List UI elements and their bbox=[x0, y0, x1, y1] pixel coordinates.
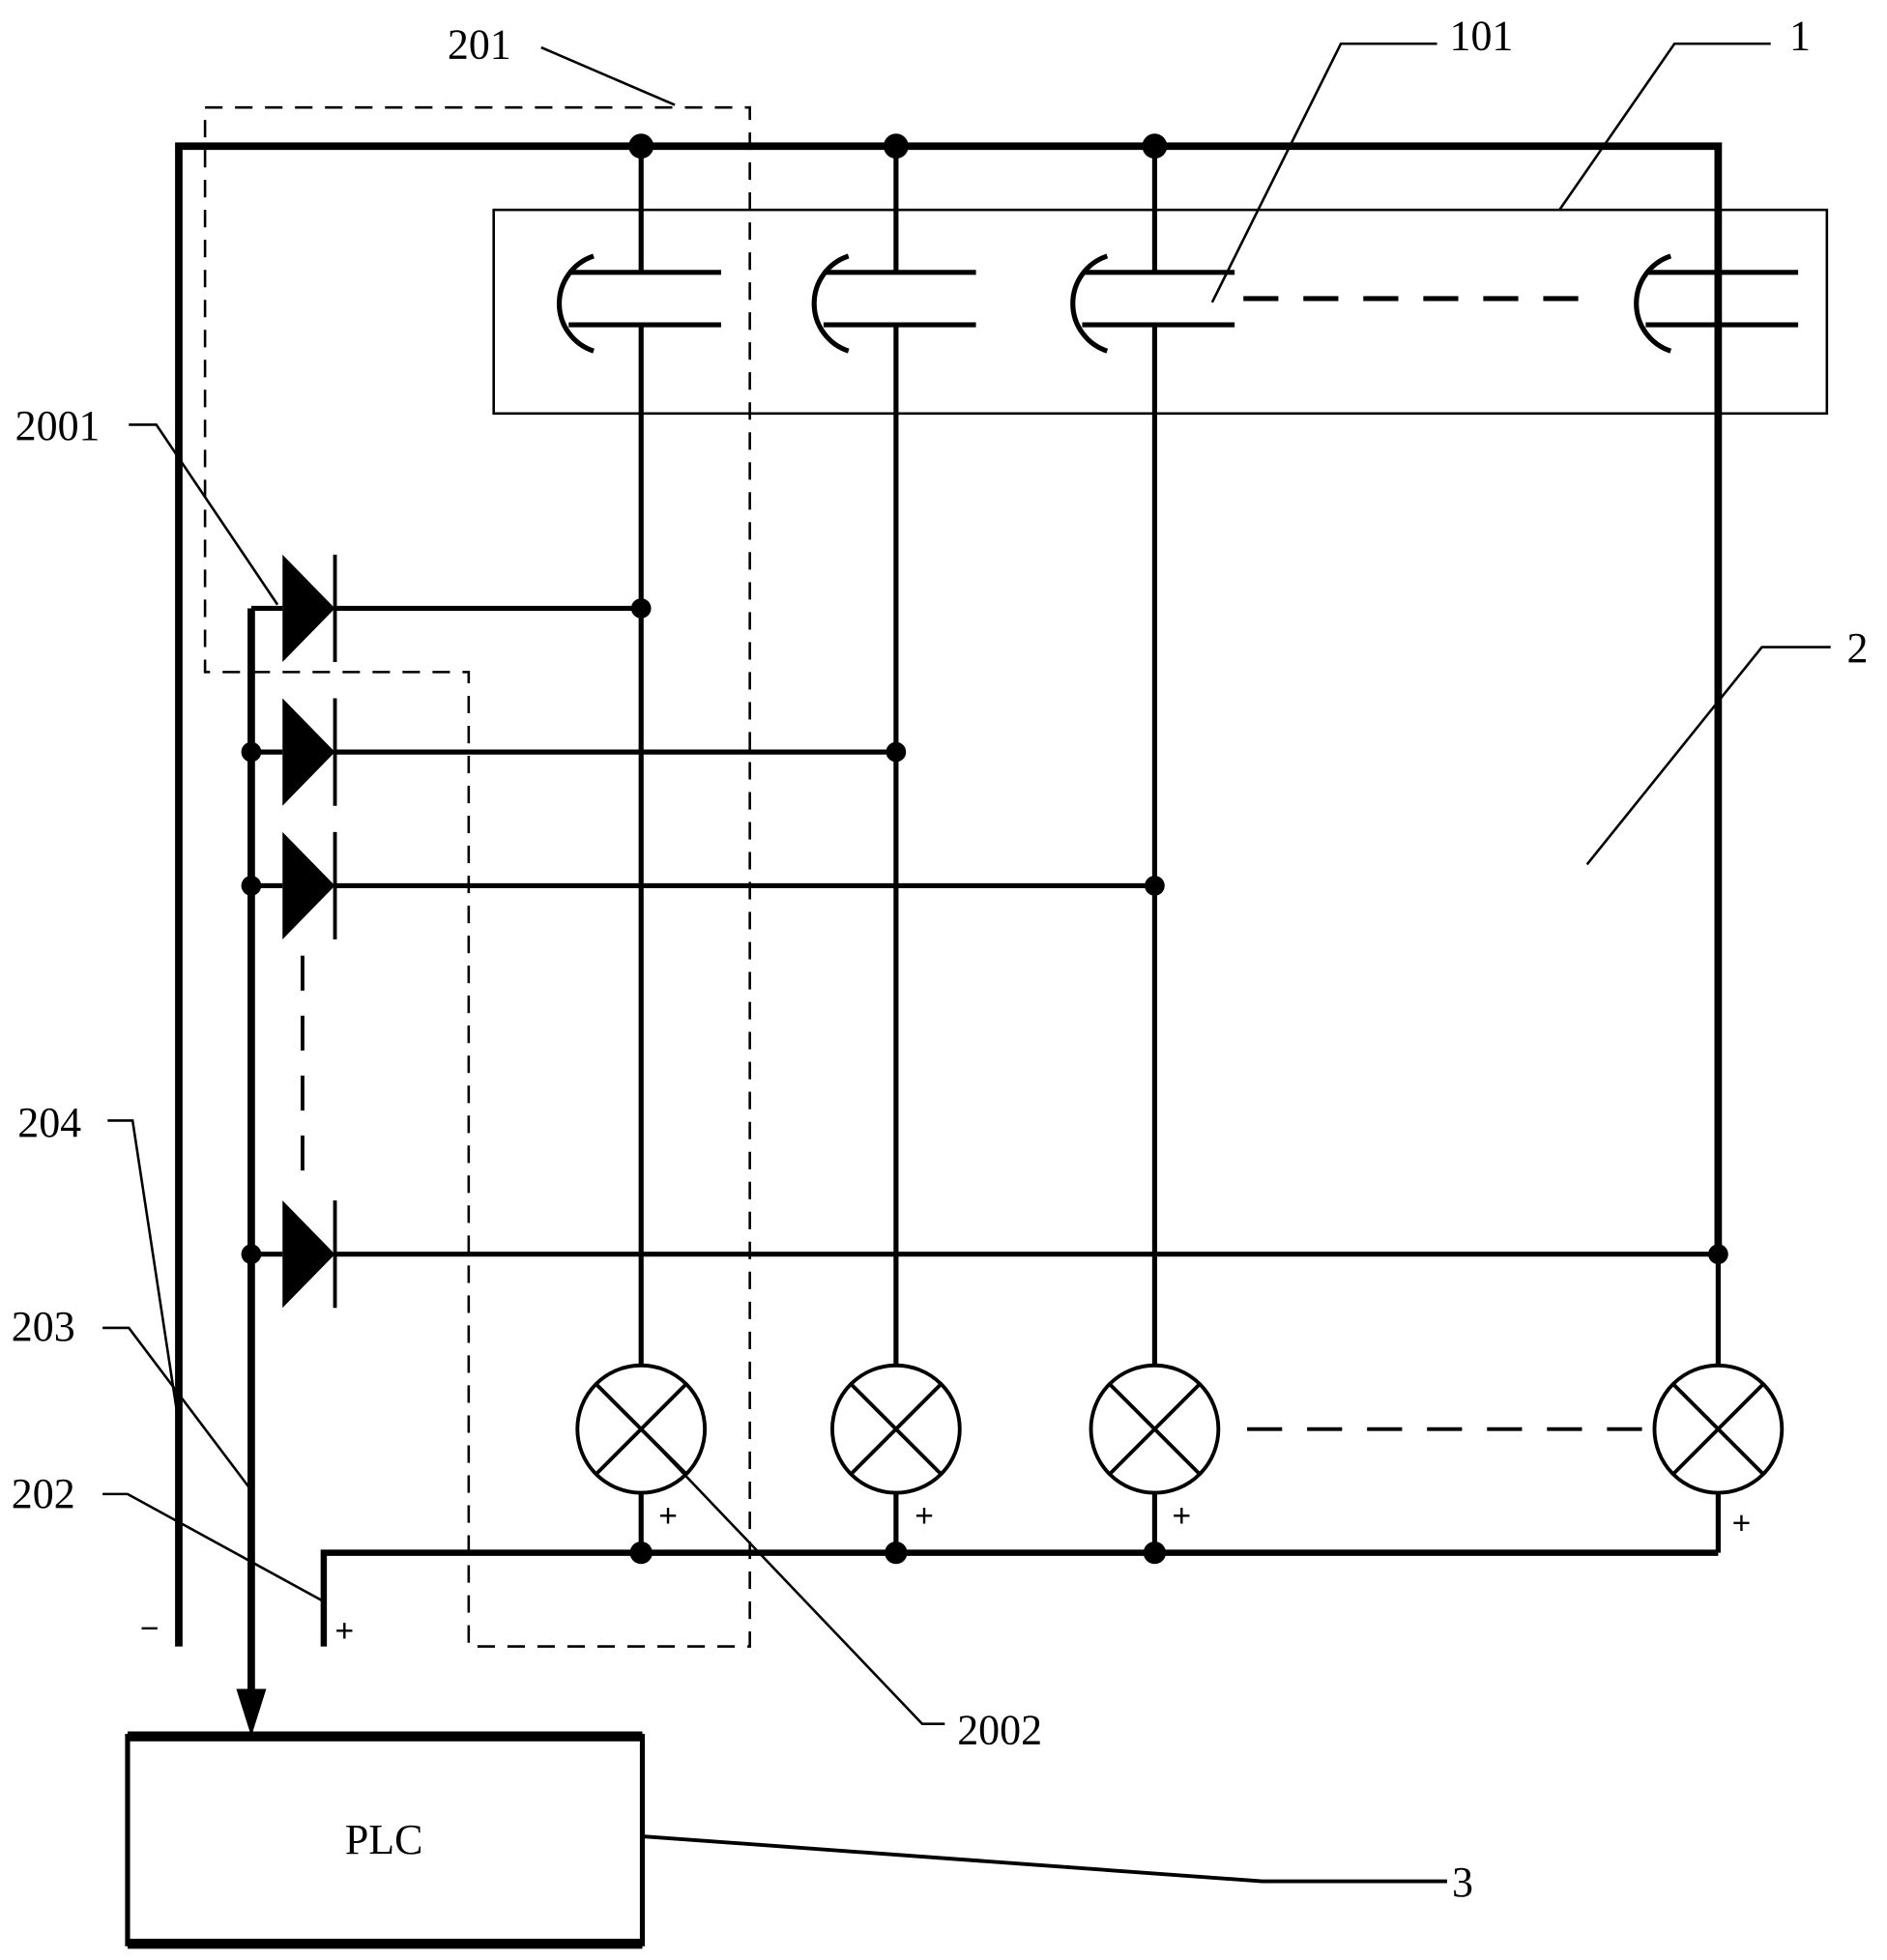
diode-row-4 bbox=[241, 1200, 1728, 1309]
label-2001: 2001 bbox=[15, 402, 101, 449]
label-204: 204 bbox=[17, 1099, 81, 1146]
label-101: 101 bbox=[1449, 13, 1513, 60]
leader-1 bbox=[1558, 42, 1771, 211]
leader-2 bbox=[1585, 646, 1831, 866]
leader-lines bbox=[102, 42, 1831, 1884]
leader-2002 bbox=[640, 1427, 945, 1726]
junction-dot bbox=[629, 1541, 653, 1565]
junction-dot bbox=[885, 1541, 908, 1565]
plus-sign-lamp-1: + bbox=[658, 1498, 678, 1534]
positive-bus bbox=[320, 1549, 1719, 1647]
lamp-4 bbox=[1652, 1363, 1785, 1495]
label-203: 203 bbox=[12, 1303, 75, 1350]
plus-sign-lamp-3: + bbox=[1173, 1498, 1192, 1534]
lamp-2 bbox=[830, 1363, 962, 1495]
label-2002: 2002 bbox=[957, 1706, 1042, 1753]
leader-201 bbox=[540, 45, 676, 106]
diode-row-2 bbox=[241, 698, 907, 806]
leader-2001 bbox=[129, 423, 279, 606]
label-2: 2 bbox=[1847, 624, 1869, 672]
leader-3 bbox=[642, 1834, 1447, 1884]
dashed-group-201 bbox=[203, 105, 751, 1648]
contact-2 bbox=[811, 253, 976, 354]
contact-module-box bbox=[492, 208, 1829, 416]
plus-sign: + bbox=[335, 1613, 355, 1649]
lamp-3 bbox=[1089, 1363, 1221, 1495]
contact-4 bbox=[1634, 253, 1799, 354]
leader-202 bbox=[102, 1492, 325, 1603]
leader-101 bbox=[1210, 42, 1437, 303]
leader-204 bbox=[107, 1119, 181, 1425]
leader-203 bbox=[102, 1326, 252, 1491]
diode-row-3 bbox=[241, 831, 1165, 939]
diode-row-1 bbox=[250, 554, 652, 663]
junction-dot bbox=[1143, 1541, 1167, 1565]
plus-sign-lamp-4: + bbox=[1732, 1506, 1752, 1542]
negative-bus bbox=[175, 142, 1723, 1647]
label-201: 201 bbox=[448, 21, 511, 69]
plus-sign-lamp-2: + bbox=[914, 1498, 934, 1534]
label-3: 3 bbox=[1452, 1859, 1473, 1906]
plc-label: PLC bbox=[345, 1816, 423, 1863]
contact-3 bbox=[1070, 253, 1235, 354]
label-1: 1 bbox=[1789, 13, 1811, 60]
contact-1 bbox=[556, 253, 721, 354]
minus-sign: − bbox=[140, 1611, 160, 1647]
arrow-down-icon bbox=[236, 1688, 267, 1737]
label-202: 202 bbox=[12, 1470, 75, 1517]
